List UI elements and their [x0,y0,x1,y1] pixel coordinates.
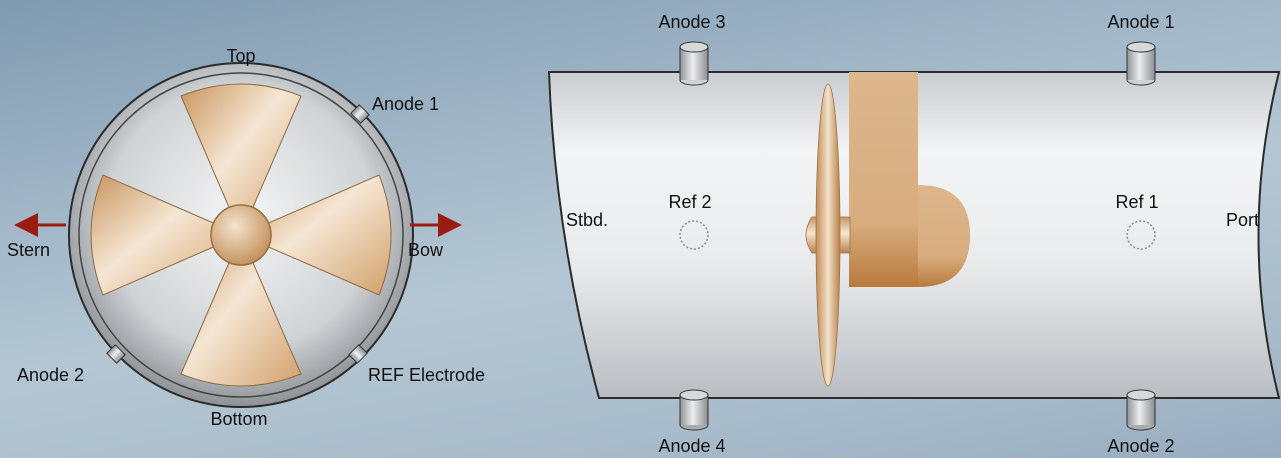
ref-1-marker [1126,220,1156,250]
propeller-blade-left [90,174,243,296]
side-anode-1-label: Anode 1 [1107,12,1174,32]
end-anode-1-label: Anode 1 [372,94,439,114]
side-propeller-blade [815,83,841,387]
port-label: Port [1226,210,1259,230]
gearbox-strut [849,72,918,287]
anode-2-marker [106,344,126,364]
propeller-hub [210,204,272,266]
ref-2-marker [679,220,709,250]
anode-3-label: Anode 3 [658,12,725,32]
top-label: Top [226,46,255,66]
anode-3-cylinder [679,41,709,86]
end-anode-2-label: Anode 2 [17,365,84,385]
side-anode-2-label: Anode 2 [1107,436,1174,456]
ref-1-label: Ref 1 [1115,192,1158,212]
end-view: Top Bottom Stern Bow Anode 1 Anode 2 REF… [7,46,485,429]
thruster-tunnel-inner [78,72,404,398]
side-anode-1-cylinder [1126,41,1156,86]
side-view: Anode 3 Anode 1 Anode 4 Anode 2 Ref 2 Re… [547,12,1281,456]
side-anode-2-cylinder [1126,389,1156,431]
stern-label: Stern [7,240,50,260]
propeller-blade-top [180,83,302,237]
anode-1-marker [350,104,370,124]
anode-4-label: Anode 4 [658,436,725,456]
propeller-blades [90,83,392,387]
bottom-label: Bottom [210,409,267,429]
bow-label: Bow [408,240,444,260]
ref-2-label: Ref 2 [668,192,711,212]
ref-electrode-label: REF Electrode [368,365,485,385]
stbd-label: Stbd. [566,210,608,230]
ref-electrode-marker [348,344,368,364]
gearbox-nose [918,185,970,287]
propeller-blade-right [239,174,392,296]
anode-4-cylinder [679,389,709,431]
propeller-blade-bottom [180,233,302,387]
